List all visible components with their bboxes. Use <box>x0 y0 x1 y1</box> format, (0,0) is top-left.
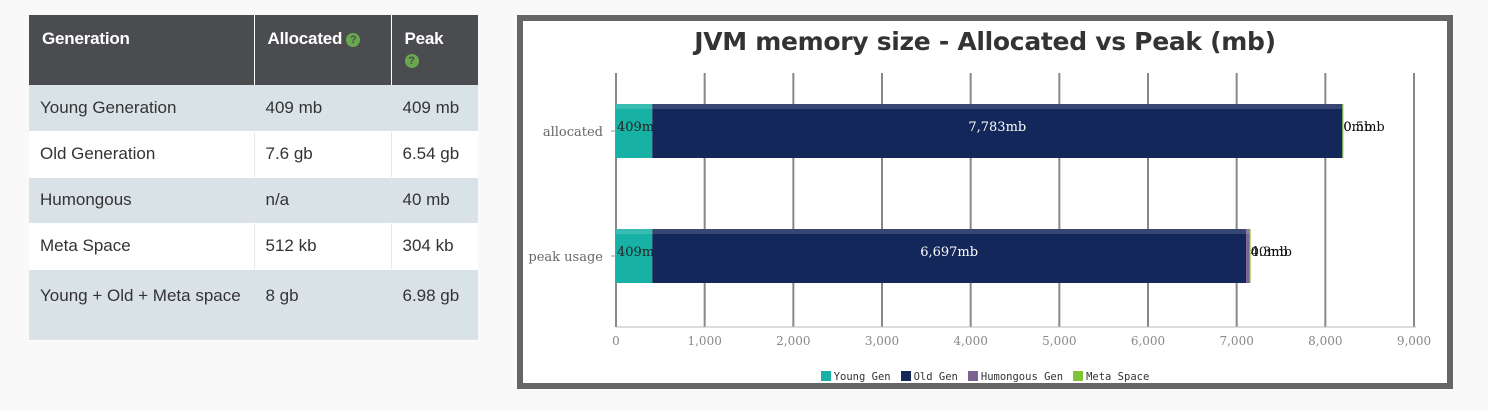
table-row: Old Generation 7.6 gb 6.54 gb <box>29 131 478 178</box>
bar-segment <box>652 104 1343 158</box>
x-tick-label: 6,000 <box>1131 334 1165 348</box>
legend-swatch <box>820 371 831 381</box>
cell-allocated: 8 gb <box>254 269 392 341</box>
question-icon[interactable]: ? <box>404 54 419 68</box>
data-label: 0.5mb <box>1343 120 1384 135</box>
legend-item[interactable]: Meta Space <box>1073 371 1149 383</box>
memory-table: Generation Allocated? Peak? Young Genera… <box>29 15 478 341</box>
x-tick-label: 9,000 <box>1397 334 1431 348</box>
x-tick-label: 1,000 <box>687 334 721 348</box>
data-label: 6,697mb <box>920 245 978 260</box>
x-tick-label: 8,000 <box>1308 334 1342 348</box>
cell-peak: 6.54 gb <box>391 131 478 178</box>
table-row: Meta Space 512 kb 304 kb <box>29 223 478 270</box>
data-label: 0mb <box>1343 120 1372 135</box>
bar-segment <box>1342 104 1344 158</box>
chart-panel: JVM memory size - Allocated vs Peak (mb)… <box>517 15 1453 389</box>
x-tick-label: 0 <box>612 334 620 348</box>
bar-highlight <box>652 229 1247 234</box>
bar-segment <box>1249 229 1251 283</box>
bar-segment <box>616 104 653 158</box>
legend-swatch <box>1073 371 1084 381</box>
table-row: Humongous n/a 40 mb <box>29 177 478 224</box>
cell-peak: 6.98 gb <box>391 269 478 341</box>
legend-swatch <box>900 371 911 381</box>
cell-allocated: 512 kb <box>254 223 392 270</box>
cell-generation: Young + Old + Meta space <box>29 269 255 341</box>
legend-item[interactable]: Young Gen <box>820 371 891 383</box>
cell-allocated: n/a <box>254 177 392 224</box>
cell-peak: 304 kb <box>391 223 478 270</box>
chart-legend: Young Gen Old Gen Humongous Gen Meta Space <box>523 371 1447 383</box>
cell-allocated: 409 mb <box>254 85 392 132</box>
table-row: Young + Old + Meta space 8 gb 6.98 gb <box>29 269 478 341</box>
x-tick-label: 4,000 <box>953 334 987 348</box>
bar-segment <box>616 229 653 283</box>
bar-highlight <box>616 104 653 109</box>
x-tick-label: 5,000 <box>1042 334 1076 348</box>
header-allocated: Allocated? <box>254 15 392 85</box>
bar-segment <box>1246 229 1250 283</box>
legend-label: Humongous Gen <box>980 371 1064 383</box>
header-peak: Peak? <box>391 15 478 85</box>
data-label: 409mb <box>617 120 662 135</box>
cell-allocated: 7.6 gb <box>254 131 392 178</box>
bar-highlight <box>652 104 1343 109</box>
data-label: 7,783mb <box>968 120 1026 135</box>
question-icon[interactable]: ? <box>346 33 361 47</box>
bar-highlight <box>1246 229 1250 234</box>
cell-peak: 40 mb <box>391 177 478 224</box>
legend-swatch <box>967 371 978 381</box>
header-generation: Generation <box>29 15 255 85</box>
bar-highlight <box>616 229 653 234</box>
table-row: Young Generation 409 mb 409 mb <box>29 85 478 132</box>
cell-generation: Young Generation <box>29 85 255 132</box>
legend-label: Meta Space <box>1086 371 1150 383</box>
cell-generation: Old Generation <box>29 131 255 178</box>
data-label: 0.3mb <box>1251 245 1292 260</box>
cell-generation: Humongous <box>29 177 255 224</box>
data-label: 40mb <box>1251 245 1288 260</box>
x-tick-label: 3,000 <box>865 334 899 348</box>
cell-peak: 409 mb <box>391 85 478 132</box>
x-tick-label: 2,000 <box>776 334 810 348</box>
table-header-row: Generation Allocated? Peak? <box>29 15 478 85</box>
legend-label: Young Gen <box>833 371 891 383</box>
bar-segment <box>652 229 1247 283</box>
cell-generation: Meta Space <box>29 223 255 270</box>
chart-title: JVM memory size - Allocated vs Peak (mb) <box>694 27 1276 56</box>
legend-label: Old Gen <box>913 371 958 383</box>
y-tick-label: allocated <box>543 125 603 140</box>
data-label: 409mb <box>617 245 662 260</box>
x-tick-label: 7,000 <box>1219 334 1253 348</box>
memory-bar-chart: 0 1,000 2,000 3,000 4,000 5,000 6,000 7,000 8,00… <box>528 73 1431 348</box>
legend-item[interactable]: Humongous Gen <box>967 371 1064 383</box>
legend-item[interactable]: Old Gen <box>900 371 958 383</box>
y-tick-label: peak usage <box>528 250 603 265</box>
